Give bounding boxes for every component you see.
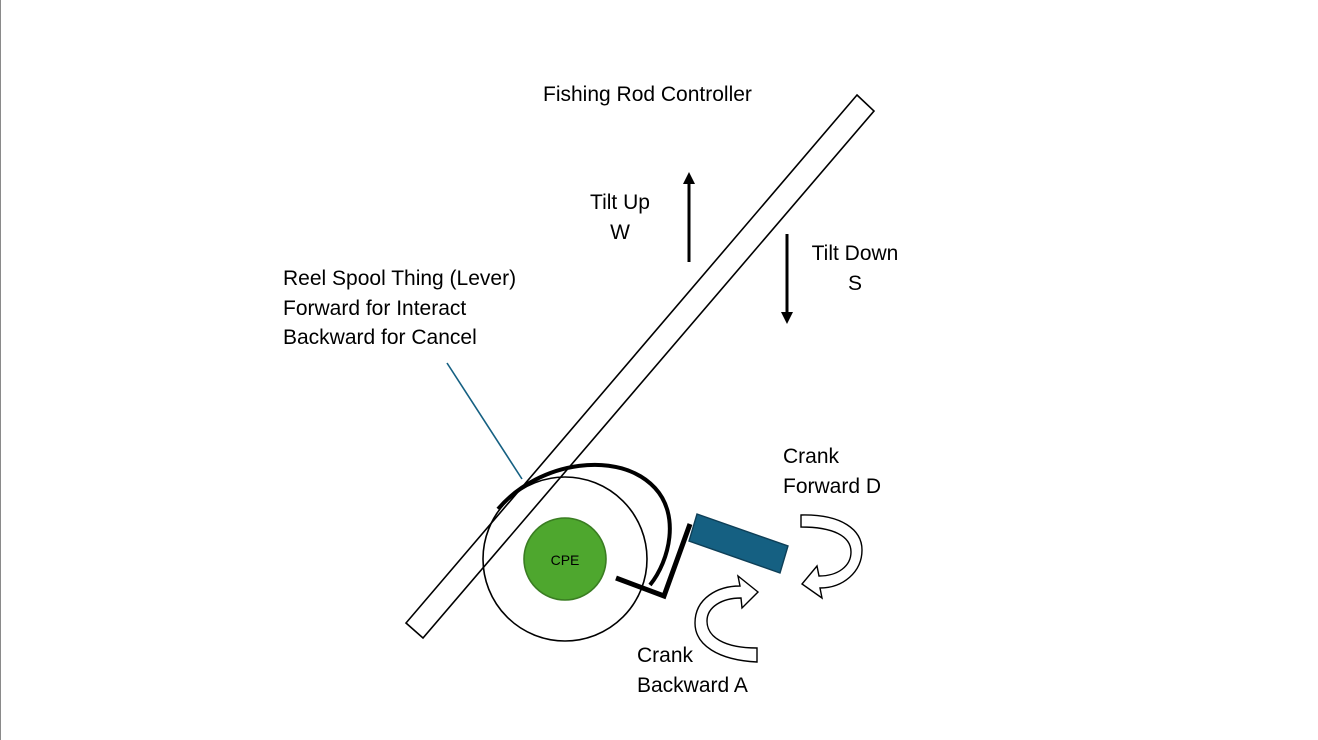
tilt-up-label: Tilt Up xyxy=(590,191,650,214)
reel-spool-label-line2: Forward for Interact xyxy=(283,297,466,320)
cpe-label: CPE xyxy=(551,552,580,568)
crank-forward-label-line1: Crank xyxy=(783,445,840,468)
crank-forward-arrow xyxy=(800,514,863,600)
tilt-down-label: Tilt Down xyxy=(812,242,899,265)
fishing-rod-shape xyxy=(404,93,876,640)
reel-spool-label-line1: Reel Spool Thing (Lever) xyxy=(283,267,516,290)
crank-forward-label-line2: Forward D xyxy=(783,475,881,498)
crank-arm xyxy=(615,523,693,600)
crank-backward-arrow xyxy=(694,574,760,663)
reel-spool-label-line3: Backward for Cancel xyxy=(283,326,477,349)
tilt-up-key: W xyxy=(610,221,630,244)
crank-handle xyxy=(688,513,789,574)
left-border xyxy=(0,0,1,740)
crank-backward-label-line1: Crank xyxy=(637,644,694,667)
reel-spool-lever xyxy=(496,462,672,587)
cpe-circle xyxy=(523,517,607,601)
tilt-down-key: S xyxy=(848,272,862,295)
diagram-title: Fishing Rod Controller xyxy=(543,83,752,106)
crank-backward-label-line2: Backward A xyxy=(637,674,748,697)
reel-body-circle xyxy=(482,476,648,642)
reel-spool-callout-line xyxy=(446,362,523,480)
